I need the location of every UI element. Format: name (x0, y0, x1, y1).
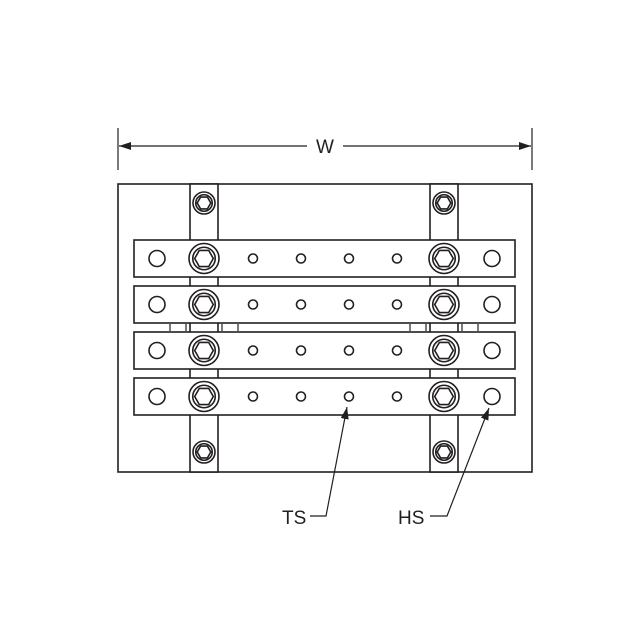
bus-bars (133, 239, 516, 416)
hex-bolt-icon (193, 249, 215, 268)
terminal-hole (295, 391, 307, 402)
width-dimension: W (117, 128, 533, 170)
base-plate (117, 183, 533, 473)
hex-bolt-icon (433, 387, 455, 406)
terminal-hole (295, 299, 307, 310)
terminal-hole (295, 253, 307, 264)
ts-callout: TS (282, 406, 349, 529)
bus-bar (133, 377, 516, 416)
hex-bolt-icon (196, 196, 212, 210)
mounting-hole (148, 295, 166, 314)
mounting-hole (483, 295, 501, 314)
terminal-hole (343, 299, 355, 310)
terminal-hole (391, 253, 403, 264)
terminal-hole (295, 345, 307, 356)
bus-bar (133, 239, 516, 278)
hex-bolt-icon (433, 249, 455, 268)
terminal-hole (391, 299, 403, 310)
hex-bolt-icon (193, 295, 215, 314)
strap (429, 183, 459, 473)
terminal-hole (247, 299, 259, 310)
mounting-hole (483, 249, 501, 268)
hex-bolt-icon (193, 387, 215, 406)
terminal-hole (247, 391, 259, 402)
hex-bolt-icon (436, 445, 452, 459)
mounting-hole (483, 387, 501, 406)
terminal-hole (247, 345, 259, 356)
bus-bar (133, 331, 516, 370)
hex-bolt-icon (193, 341, 215, 360)
hs-callout: HS (398, 407, 490, 529)
terminal-hole (343, 391, 355, 402)
strap (189, 183, 219, 473)
hex-bolt-icon (433, 295, 455, 314)
terminal-hole (343, 253, 355, 264)
terminal-hole (247, 253, 259, 264)
width-label: W (316, 137, 334, 158)
hs-label: HS (398, 508, 424, 529)
hex-bolt-icon (196, 445, 212, 459)
terminal-hole (391, 345, 403, 356)
hex-bolt-icon (433, 341, 455, 360)
ts-label: TS (282, 508, 306, 529)
mounting-hole (148, 341, 166, 360)
mounting-hole (148, 387, 166, 406)
terminal-hole (391, 391, 403, 402)
mounting-hole (483, 341, 501, 360)
mounting-hole (148, 249, 166, 268)
terminal-hole (343, 345, 355, 356)
mounting-straps (169, 183, 479, 473)
bus-bar (133, 285, 516, 324)
hex-bolt-icon (436, 196, 452, 210)
